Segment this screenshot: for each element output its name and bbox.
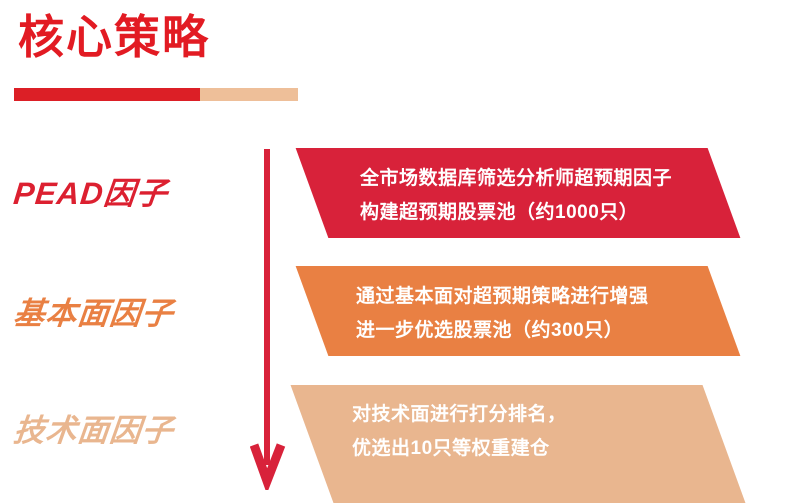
stage-band-fundamental bbox=[295, 266, 741, 356]
page-title: 核心策略 bbox=[18, 11, 210, 63]
title-underline-rule bbox=[14, 88, 298, 101]
stage-label-pead: PEAD因子 bbox=[11, 176, 170, 211]
stage-band-pead bbox=[295, 148, 741, 238]
stage-band-technical bbox=[290, 385, 746, 503]
title-rule-red-segment bbox=[14, 88, 200, 101]
stage-label-technical: 技术面因子 bbox=[11, 413, 176, 448]
stage-label-fundamental: 基本面因子 bbox=[11, 296, 176, 331]
downward-flow-arrow-icon bbox=[250, 149, 286, 490]
title-rule-peach-segment bbox=[200, 88, 298, 101]
